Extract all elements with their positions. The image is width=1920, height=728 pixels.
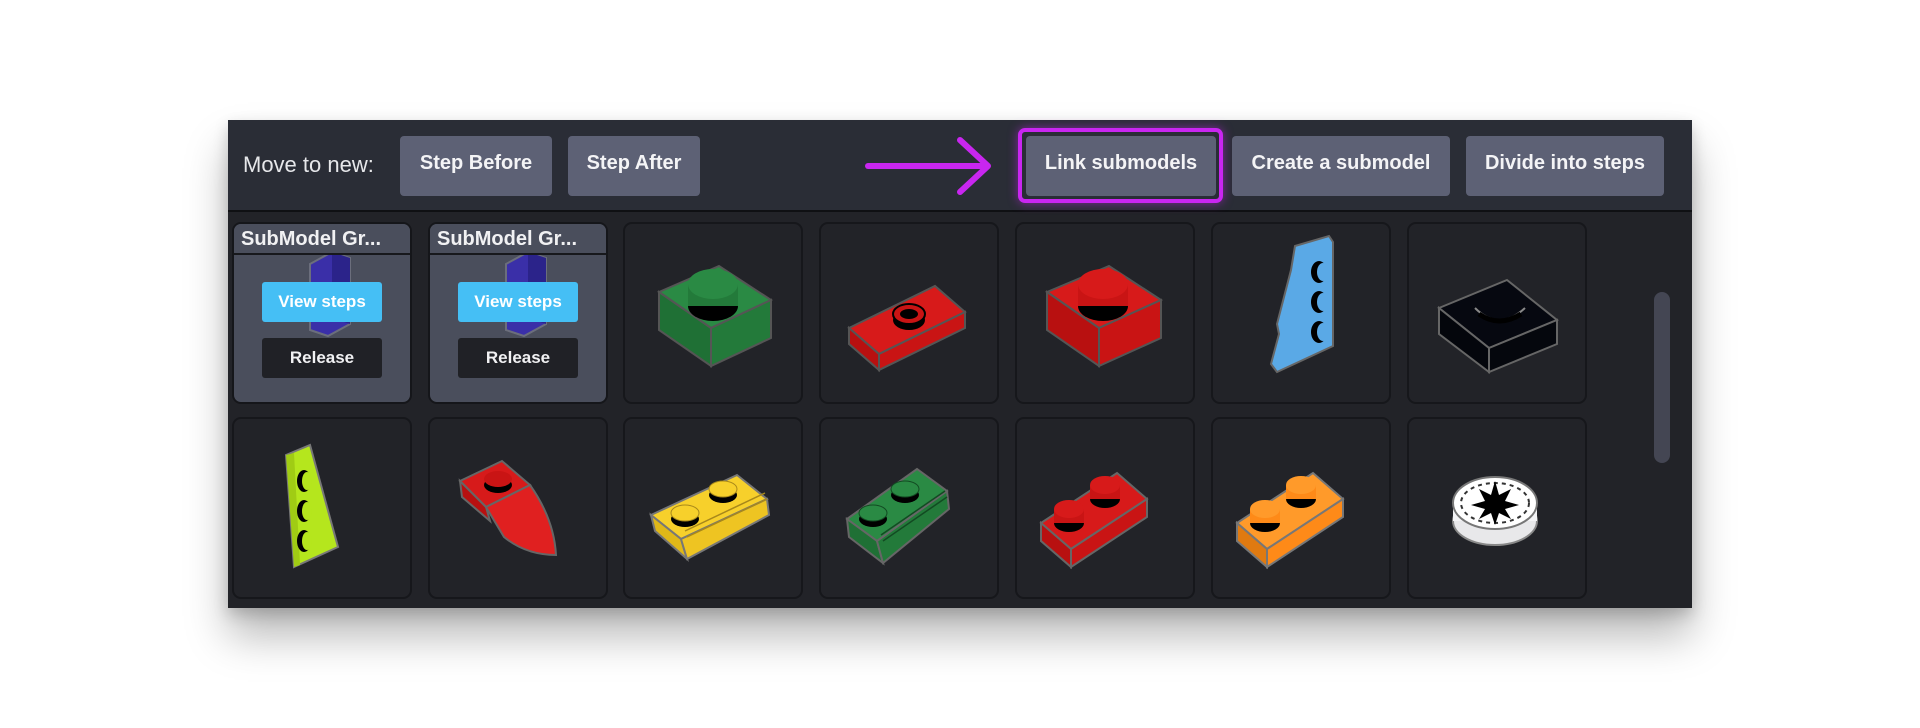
move-to-new-label: Move to new: (243, 152, 374, 177)
plate-1x2-rail-icon (845, 467, 951, 566)
scrollbar[interactable] (1654, 292, 1670, 463)
step-before-button[interactable]: Step Before (400, 136, 552, 196)
part-item[interactable] (1407, 222, 1587, 404)
create-submodel-button[interactable]: Create a submodel (1232, 136, 1450, 196)
part-item[interactable] (1211, 222, 1391, 404)
part-item[interactable] (428, 417, 608, 599)
round-tile-imperial-icon (1452, 476, 1538, 546)
submodel-title: SubModel Gr... (234, 224, 410, 255)
part-item[interactable] (819, 417, 999, 599)
link-submodels-button[interactable]: Link submodels (1026, 136, 1216, 196)
submodel-card[interactable]: SubModel Gr... View steps Release (428, 222, 608, 404)
submodel-title: SubModel Gr... (430, 224, 606, 255)
part-item[interactable] (1407, 417, 1587, 599)
toolbar: Move to new: Step Before Step After Link… (228, 120, 1692, 212)
part-item[interactable] (1015, 417, 1195, 599)
plate-1x2-icon (1039, 471, 1149, 570)
release-button[interactable]: Release (262, 338, 382, 378)
part-item[interactable] (232, 417, 412, 599)
plate-nose-icon (458, 459, 558, 557)
plate-1x1-icon (1044, 264, 1164, 368)
wedge-plate-icon (1269, 234, 1334, 374)
part-item[interactable] (1211, 417, 1391, 599)
part-item[interactable] (623, 417, 803, 599)
plate-1x2-icon (1235, 471, 1345, 570)
part-item[interactable] (819, 222, 999, 404)
plate-1x1-icon (656, 264, 774, 368)
plate-1x2-rail-icon (649, 473, 771, 563)
view-steps-button[interactable]: View steps (262, 282, 382, 322)
pointer-arrow-icon (865, 137, 991, 195)
step-after-button[interactable]: Step After (568, 136, 700, 196)
plate-1x2-jumper-icon (847, 284, 967, 373)
wedge-plate-icon (284, 443, 340, 569)
part-item[interactable] (623, 222, 803, 404)
highlight-box (1018, 128, 1223, 203)
part-item[interactable] (1015, 222, 1195, 404)
plate-1x1-icon (1437, 278, 1559, 375)
submodel-panel: Move to new: Step Before Step After Link… (228, 120, 1692, 608)
divide-into-steps-button[interactable]: Divide into steps (1466, 136, 1664, 196)
parts-grid: SubModel Gr... View steps Release SubMod… (228, 212, 1692, 608)
submodel-card[interactable]: SubModel Gr... View steps Release (232, 222, 412, 404)
release-button[interactable]: Release (458, 338, 578, 378)
view-steps-button[interactable]: View steps (458, 282, 578, 322)
